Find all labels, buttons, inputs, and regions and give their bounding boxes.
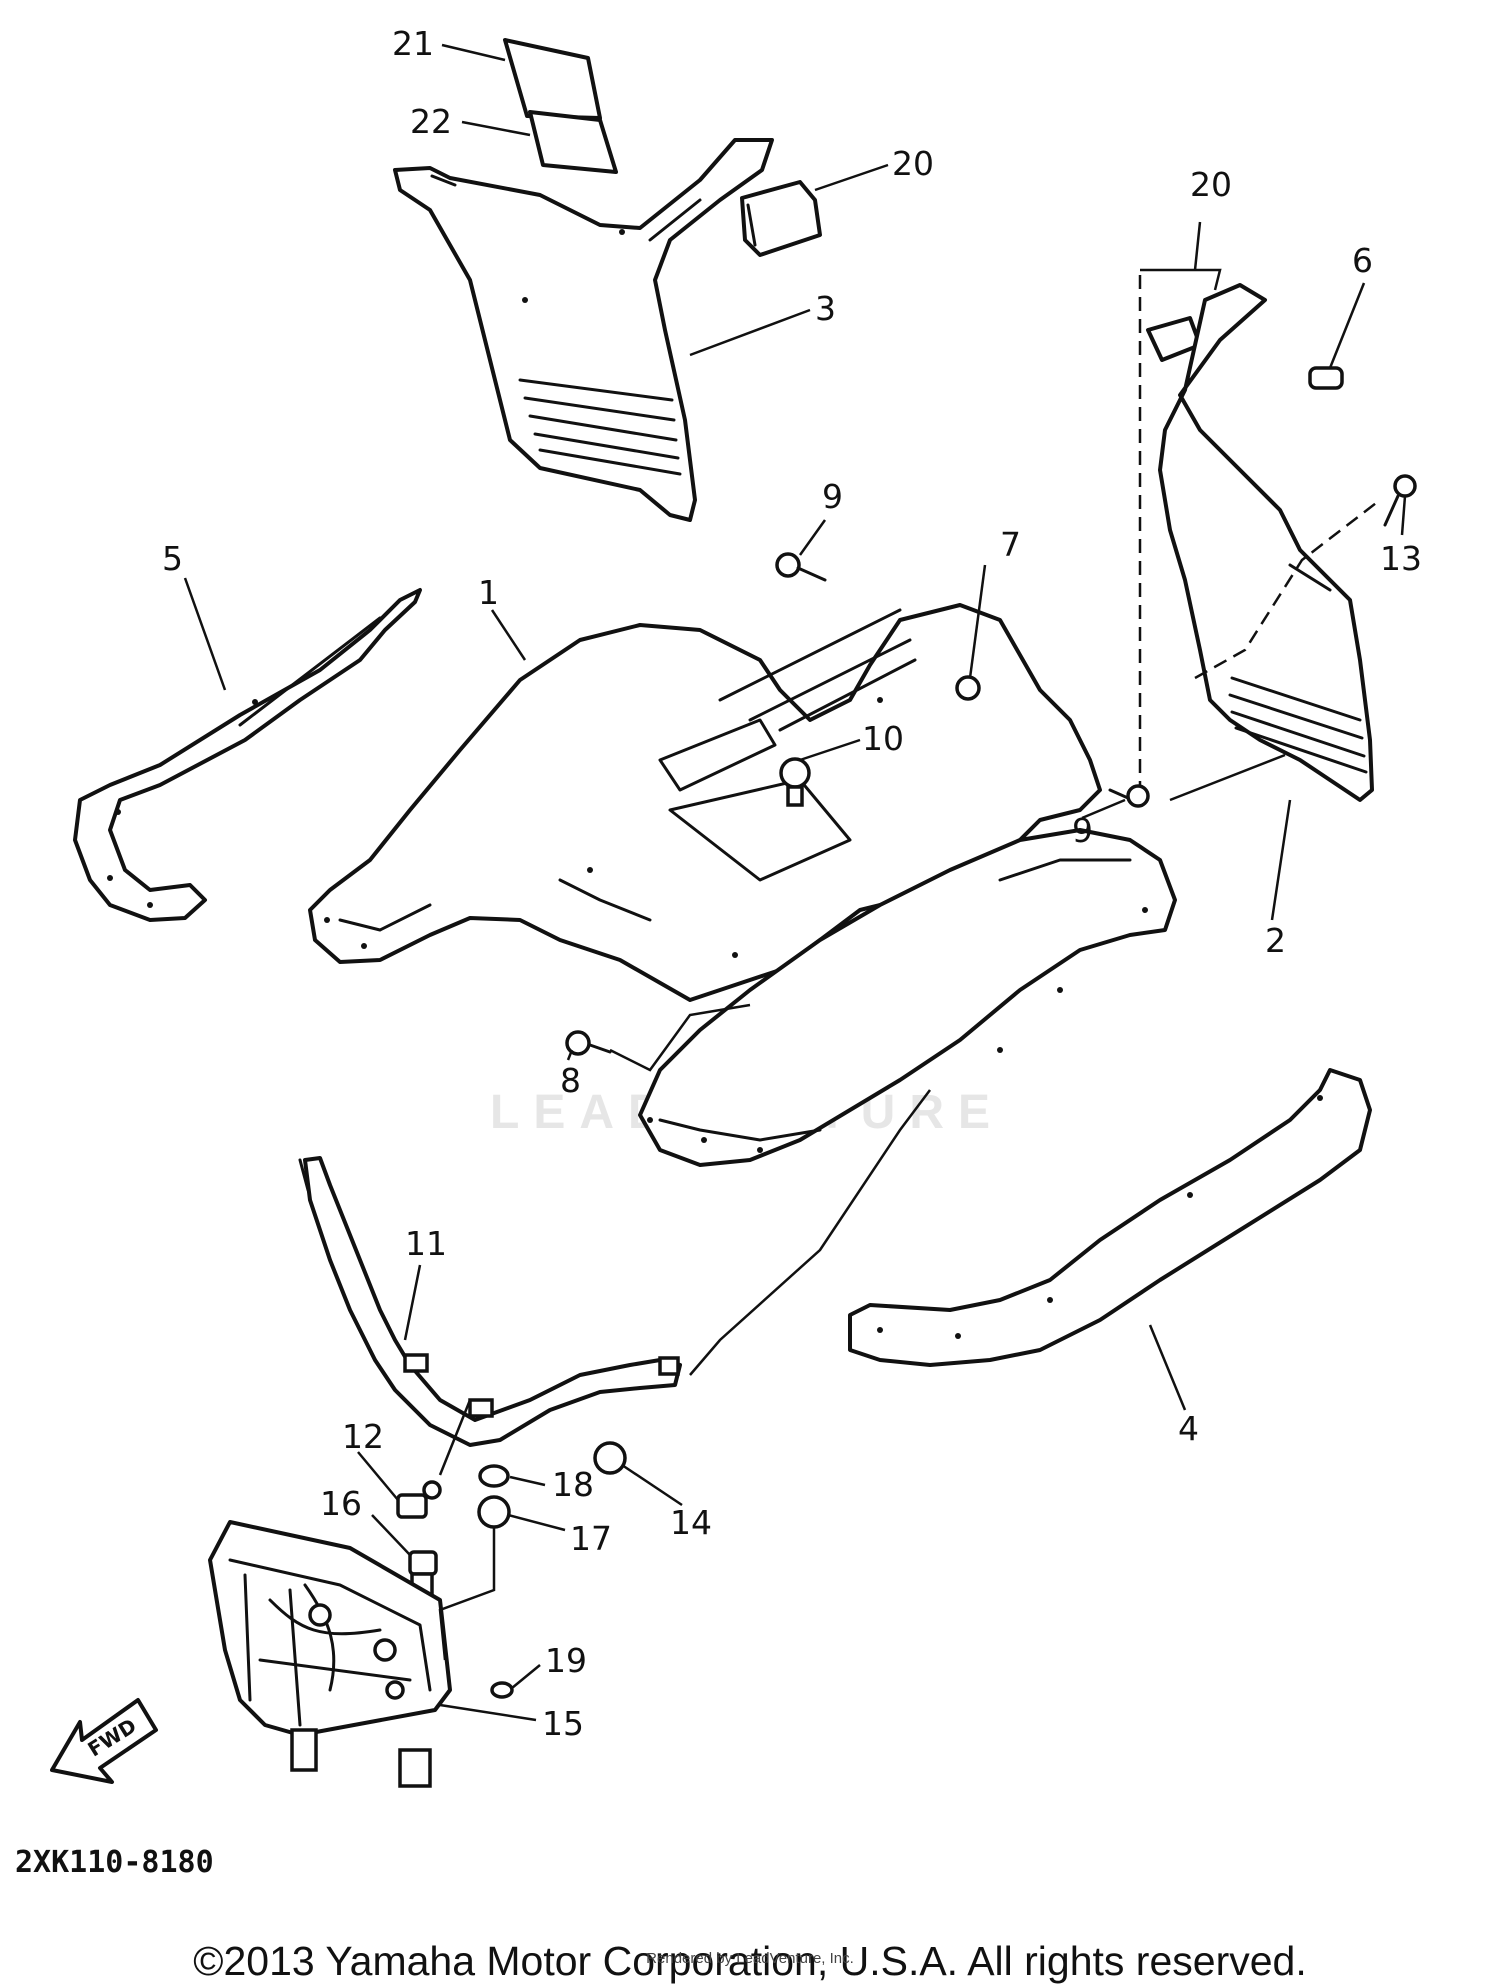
leader-lines: [183, 43, 1407, 1722]
part-4-rear-fender[interactable]: [638, 828, 1177, 1167]
callout-21: 21: [392, 24, 434, 63]
callout-20-left: 20: [892, 144, 934, 183]
part-22-decal[interactable]: [528, 110, 618, 174]
callout-13: 13: [1380, 539, 1422, 578]
callout-9-lower: 9: [1072, 811, 1093, 850]
part-2-right-side-panel[interactable]: [1158, 283, 1374, 802]
part-11-bracket[interactable]: [298, 1156, 682, 1447]
part-20-pad-left[interactable]: [740, 180, 822, 257]
callout-11: 11: [405, 1224, 447, 1263]
part-5-left-flap[interactable]: [73, 588, 422, 922]
callout-3: 3: [815, 289, 836, 328]
callout-16: 16: [320, 1484, 362, 1523]
part-9-bolt-upper[interactable]: [775, 552, 827, 582]
callout-10: 10: [862, 719, 904, 758]
callout-17: 17: [570, 1519, 612, 1558]
guide-line-2-top: [1140, 268, 1222, 291]
callout-6: 6: [1352, 241, 1373, 280]
callout-8: 8: [560, 1061, 581, 1100]
part-1-front-fender[interactable]: [308, 603, 1102, 1002]
callout-2: 2: [1265, 921, 1286, 960]
part-8-bolt[interactable]: [565, 1030, 612, 1056]
part-17-grommet[interactable]: [477, 1495, 511, 1529]
part-12-nut[interactable]: [396, 1480, 442, 1519]
callout-19: 19: [545, 1641, 587, 1680]
part-9-bolt-lower[interactable]: [1108, 784, 1150, 808]
callout-14: 14: [670, 1503, 712, 1542]
part-7-clip[interactable]: [955, 675, 981, 701]
copyright-notice: ©2013 Yamaha Motor Corporation, U.S.A. A…: [193, 1938, 1307, 1984]
part-10-grommet[interactable]: [779, 757, 811, 807]
fwd-arrow-icon: FWD: [50, 1698, 158, 1784]
part-13-bolt[interactable]: [1383, 474, 1417, 527]
rendered-by-note: Rendered by LeadVenture, Inc.: [646, 1950, 854, 1967]
diagram-code: 2XK110-8180: [15, 1845, 214, 1880]
part-14-grommet[interactable]: [593, 1441, 627, 1475]
part-4-flap-strip[interactable]: [848, 1068, 1372, 1367]
part-6-bolt[interactable]: [1308, 366, 1344, 390]
callout-15: 15: [542, 1704, 584, 1743]
guide-line-13: [1194, 499, 1381, 680]
callout-9-upper: 9: [822, 477, 843, 516]
part-21-decal[interactable]: [503, 38, 602, 120]
callout-12: 12: [342, 1417, 384, 1456]
callout-20-right: 20: [1190, 165, 1232, 204]
part-18-washer[interactable]: [478, 1464, 510, 1488]
callout-5: 5: [162, 539, 183, 578]
part-19-screw[interactable]: [490, 1681, 514, 1699]
callout-18: 18: [552, 1465, 594, 1504]
part-3-left-side-panel[interactable]: [393, 138, 774, 522]
callout-22: 22: [410, 102, 452, 141]
part-15-front-guard[interactable]: [208, 1520, 452, 1788]
callout-1: 1: [478, 573, 499, 612]
callout-4: 4: [1178, 1409, 1199, 1448]
callout-7: 7: [1000, 525, 1021, 564]
